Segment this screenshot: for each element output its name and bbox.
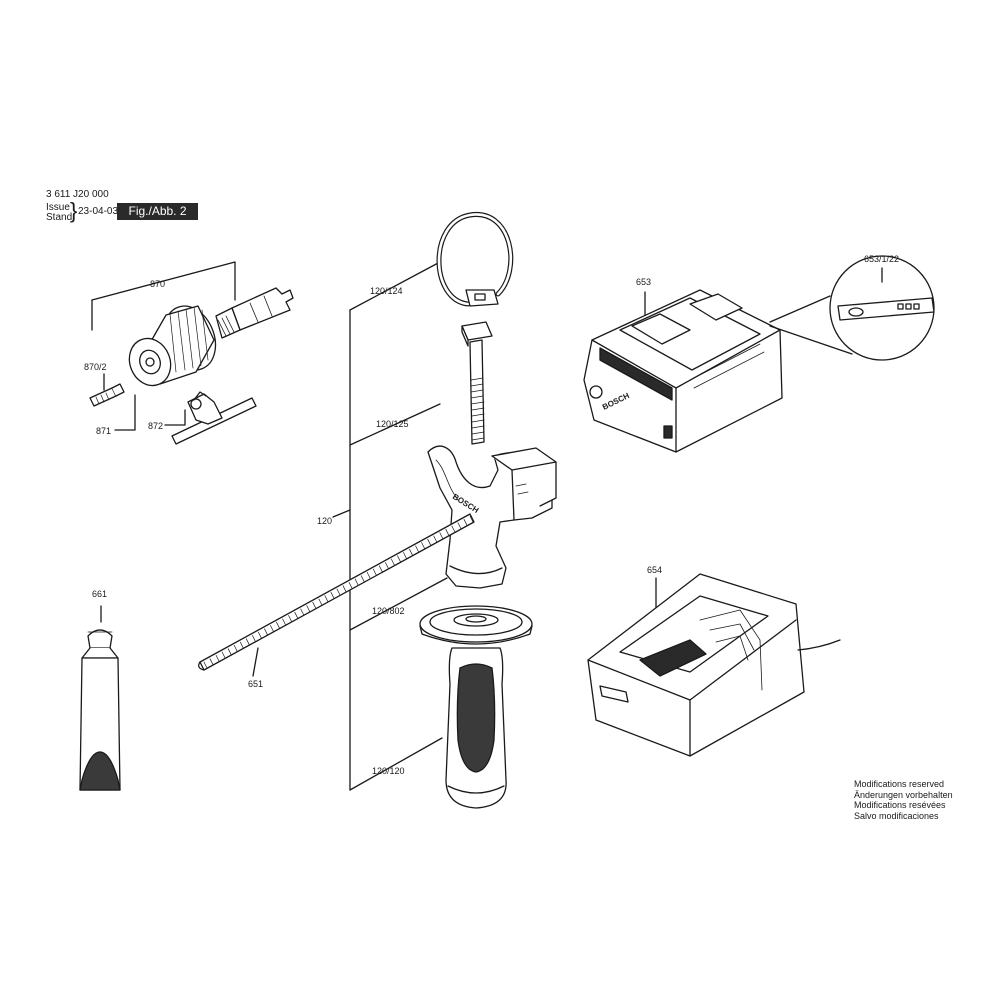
modifications-note: Modifications reserved Änderungen vorbeh… bbox=[854, 779, 953, 821]
note-line-de: Änderungen vorbehalten bbox=[854, 789, 953, 800]
label-870: 870 bbox=[150, 279, 165, 289]
label-871: 871 bbox=[96, 426, 111, 436]
stand-label: Stand bbox=[46, 212, 73, 223]
auxiliary-handle-assembly bbox=[198, 212, 557, 809]
chuck-screw-part bbox=[89, 383, 125, 407]
label-120-125: 120/125 bbox=[376, 419, 409, 429]
label-120-802: 120/802 bbox=[372, 606, 405, 616]
grease-tube-part bbox=[79, 605, 121, 791]
issue-labels: Issue Stand bbox=[46, 203, 72, 223]
label-653-1-22: 653/1/22 bbox=[864, 254, 899, 264]
label-870-2: 870/2 bbox=[84, 362, 107, 372]
label-654: 654 bbox=[647, 565, 662, 575]
keyed-chuck-part bbox=[128, 305, 217, 387]
handle-washer-part bbox=[419, 605, 533, 645]
figure-label: Fig./Abb. 2 bbox=[117, 203, 198, 220]
chuck-assembly bbox=[89, 261, 294, 445]
clamping-band-part bbox=[436, 212, 514, 307]
battery-label-detail bbox=[769, 255, 935, 361]
issue-date: 23-04-03 bbox=[78, 206, 119, 217]
note-line-fr: Modifications resévées bbox=[854, 800, 946, 810]
note-line-en: Modifications reserved bbox=[854, 779, 945, 789]
label-120: 120 bbox=[317, 516, 332, 526]
drawing-number: 3 611 J20 000 bbox=[46, 189, 109, 200]
depth-stop-rod-part bbox=[198, 513, 475, 671]
handle-grip-part bbox=[445, 647, 507, 809]
threaded-bolt-part bbox=[461, 321, 493, 445]
battery-pack-part bbox=[583, 289, 783, 453]
brace-glyph: } bbox=[70, 198, 78, 223]
label-651: 651 bbox=[248, 679, 263, 689]
issue-label: Issue bbox=[46, 202, 70, 213]
label-661: 661 bbox=[92, 589, 107, 599]
label-120-124: 120/124 bbox=[370, 286, 403, 296]
sds-adapter-part bbox=[215, 287, 294, 339]
label-120-120: 120/120 bbox=[372, 766, 405, 776]
chuck-key-part bbox=[171, 391, 257, 445]
handle-body-part bbox=[427, 445, 557, 589]
note-line-es: Salvo modificaciones bbox=[854, 810, 939, 821]
label-653: 653 bbox=[636, 277, 651, 287]
label-872: 872 bbox=[148, 421, 163, 431]
battery-charger-part bbox=[587, 573, 841, 757]
